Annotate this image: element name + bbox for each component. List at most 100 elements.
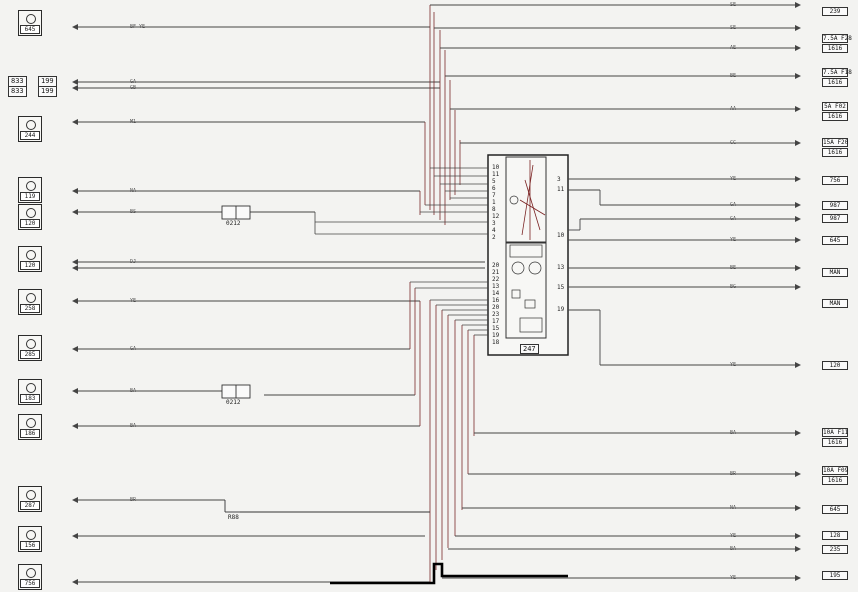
left-wire-label: M1 [130,119,137,125]
right-component-label: 195 [822,571,848,580]
right-component-label: 1616 [822,112,848,121]
ecu-pin-left-bottom: 20 [492,262,500,269]
ecu-pin-right: 19 [557,306,565,313]
ecu-pin-left-bottom: 15 [492,325,500,332]
left-component-label: 183 [20,394,40,403]
ecu-pin-right: 15 [557,284,565,291]
right-wire-label: AE [730,45,737,51]
right-component-label: 1616 [822,476,848,485]
right-wires [430,4,795,579]
left-wire-label: GB [130,85,137,91]
right-component-label: 645 [822,505,848,514]
ecu-internal-lines [519,160,546,240]
fuse-rating-label: 15A F20 [822,138,849,147]
right-component-10: MAN [822,298,848,308]
right-wire-label: BA [730,546,737,552]
ground-symbols [830,8,842,307]
right-wire-label: AA [730,106,737,112]
ecu-pin-left-top: 11 [492,171,500,178]
left-component-label: 645 [20,25,40,34]
ecu-pin-right: 13 [557,264,565,271]
ecu-pin-left-top: 6 [492,185,496,192]
ecu-pin-left-top: 10 [492,164,500,171]
fuse-rating-label: 7.5A F28 [822,34,852,43]
component-symbol-icon [26,383,36,393]
fuse-rating-label: 7.5A F18 [822,68,852,77]
component-symbol-icon [26,418,36,428]
left-component-5: 258 [18,289,42,315]
highlight-trace [330,562,568,585]
ecu-pin-left-bottom: 19 [492,332,500,339]
ecu-pin-left-top: 8 [492,206,496,213]
ecu-pin-left-bottom: 16 [492,297,500,304]
bus-lines [409,5,475,582]
right-component-14: 645 [822,504,848,514]
left-wire-label: DJ [130,259,137,265]
left-component-label: 287 [20,501,40,510]
relay-symbols [221,205,251,399]
right-component-label: 1616 [822,438,848,447]
ecu-label: 247 [520,344,539,354]
right-component-8: 645 [822,235,848,245]
ecu-pin-right: 10 [557,232,565,239]
relay-label-2: 0212 [226,399,241,406]
left-component-label: 244 [20,131,40,140]
left-component-2: 119 [18,177,42,203]
ecu-pin-left-top: 4 [492,227,496,234]
left-wire-label: BS [130,209,137,215]
ecu-pin-left-bottom: 23 [492,311,500,318]
left-component-8: 186 [18,414,42,440]
right-wire-label: SE [730,2,737,8]
ecu-pin-left-top: 3 [492,220,496,227]
right-component-label: MAN [822,299,848,308]
right-wire-label: YE [730,575,737,581]
right-wire-label: BE [730,73,737,79]
right-wire-label: YE [730,362,737,368]
component-symbol-icon [26,14,36,24]
left-wires [78,26,485,583]
left-component-1: 244 [18,116,42,142]
ecu-pin-left-top: 7 [492,192,496,199]
right-component-label: 128 [822,531,848,540]
right-component-label: MAN [822,268,848,277]
left-component-label: 186 [20,429,40,438]
ecu-pin-right: 11 [557,186,565,193]
ecu-pin-left-bottom: 13 [492,283,500,290]
right-component-label: 120 [822,361,848,370]
fuse-rating-label: 10A F09 [822,466,849,475]
left-wire-label: YE [130,298,137,304]
left-component-7: 183 [18,379,42,405]
ecu-upper-block [505,156,547,243]
right-component-label: 645 [822,236,848,245]
left-wire-label: BF YE [130,24,146,30]
ecu-pin-left-top: 2 [492,234,496,241]
right-component-label: 987 [822,214,848,223]
right-component-label: 987 [822,201,848,210]
right-wire-label: BE [730,265,737,271]
ecu-pin-left-bottom: 22 [492,276,500,283]
right-wire-label: YE [730,533,737,539]
component-symbol-icon [26,568,36,578]
left-wire-label: NA [130,188,137,194]
right-component-label: 235 [822,545,848,554]
left-component-0: 645 [18,10,42,36]
right-wire-label: NA [730,505,737,511]
ecu-pin-left-bottom: 18 [492,339,500,346]
component-symbol-icon [26,120,36,130]
component-symbol-icon [26,181,36,191]
ecu-body [487,154,569,356]
left-component-6: 285 [18,335,42,361]
right-component-7: 987 [822,213,848,223]
connector-label: R88 [228,514,239,521]
right-component-label: 239 [822,7,848,16]
component-symbol-icon [26,490,36,500]
component-symbol-icon [26,250,36,260]
ecu-pin-left-bottom: 20 [492,304,500,311]
right-wire-label: CC [730,140,737,146]
